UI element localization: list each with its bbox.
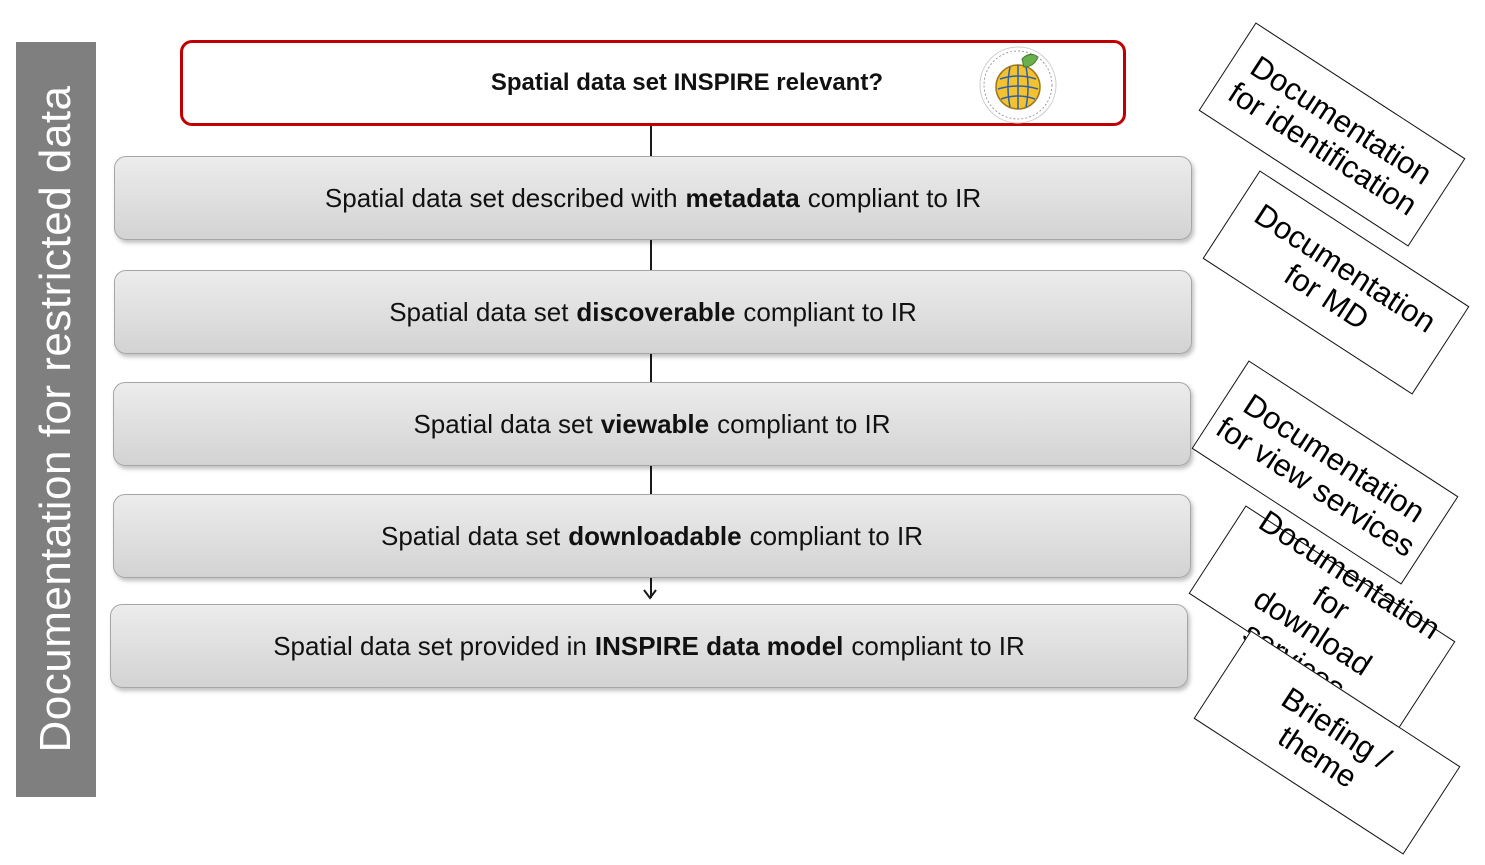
sidebar-label: Documentation for restricted data [31, 85, 80, 753]
arrow-down-icon [643, 589, 657, 600]
step-text-pre: Spatial data set provided in [273, 630, 587, 661]
step-text-pre: Spatial data set described with [324, 182, 678, 213]
step-text-bold: downloadable [568, 520, 742, 551]
step-text-bold: metadata [685, 182, 800, 213]
connector-line [650, 126, 652, 158]
step-text-bold: viewable [600, 408, 710, 439]
step-text-pre: Spatial data set [413, 408, 593, 439]
step-text-post: compliant to IR [743, 296, 917, 327]
step-text-pre: Spatial data set [381, 520, 561, 551]
connector-line [650, 352, 652, 382]
step-text-post: compliant to IR [851, 630, 1025, 661]
connector-line [650, 240, 652, 270]
sidebar-panel [16, 42, 96, 797]
step-text-post: compliant to IR [807, 182, 982, 213]
step-text-bold: INSPIRE data model [594, 630, 844, 661]
connector-line [650, 464, 652, 494]
step-text-bold: discoverable [576, 296, 736, 327]
inspire-relevance-box: Spatial data set INSPIRE relevant? [180, 40, 1126, 126]
inspire-relevance-label: Spatial data set INSPIRE relevant? [490, 69, 883, 96]
connector-line [650, 576, 652, 598]
inspire-logo-icon [979, 46, 1057, 124]
step-text-pre: Spatial data set [389, 296, 569, 327]
step-text-post: compliant to IR [749, 520, 923, 551]
step-text-post: compliant to IR [717, 408, 891, 439]
